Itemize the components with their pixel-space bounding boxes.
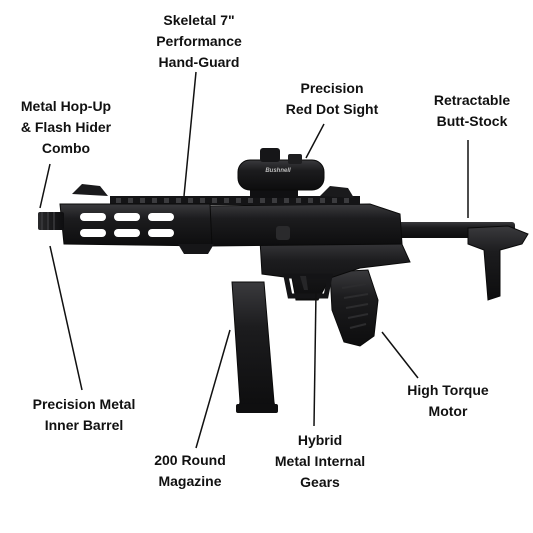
red-dot-body	[237, 159, 325, 191]
magazine-shape	[231, 281, 277, 413]
handguard	[59, 203, 213, 247]
leader-motor	[381, 331, 419, 379]
callout-motor: High Torque Motor	[407, 382, 489, 419]
barrel	[38, 212, 64, 230]
leader-barrel	[49, 245, 83, 391]
leader-lines	[39, 71, 469, 449]
stock-brace	[467, 225, 529, 301]
leader-red-dot	[305, 123, 325, 159]
upper-receiver	[199, 203, 403, 247]
red-dot-turret	[260, 148, 280, 162]
lower-receiver	[259, 239, 411, 301]
rail-slots	[116, 198, 349, 203]
leader-hop-up	[39, 163, 51, 209]
flash-hider-fins	[41, 212, 55, 230]
red-dot-side-knob	[288, 154, 302, 164]
callout-gears: Hybrid Metal Internal Gears	[274, 432, 366, 490]
callout-stock: Retractable Butt-Stock	[433, 92, 511, 129]
top-rail	[110, 196, 360, 205]
leader-magazine	[195, 329, 231, 449]
trigger-guard	[282, 273, 334, 299]
callout-magazine: 200 Round Magazine	[154, 452, 226, 489]
leader-gears	[313, 291, 317, 427]
handguard-slots	[80, 213, 174, 237]
callout-barrel: Precision Metal Inner Barrel	[32, 396, 136, 433]
leader-handguard	[183, 71, 197, 197]
trigger	[300, 276, 308, 290]
charging-handle	[276, 226, 290, 240]
callout-hop-up: Metal Hop-Up & Flash Hider Combo	[20, 98, 112, 156]
grip-texture	[341, 283, 369, 329]
rear-sight	[320, 186, 354, 198]
sight-brand-text: Bushnell	[265, 168, 291, 174]
pistol-grip-shape	[329, 269, 379, 347]
callout-handguard: Skeletal 7" Performance Hand-Guard	[156, 12, 242, 70]
callout-red-dot: Precision Red Dot Sight	[285, 80, 379, 117]
front-sight	[72, 184, 108, 196]
magazine-baseplate	[236, 404, 278, 413]
handstop	[178, 244, 214, 254]
